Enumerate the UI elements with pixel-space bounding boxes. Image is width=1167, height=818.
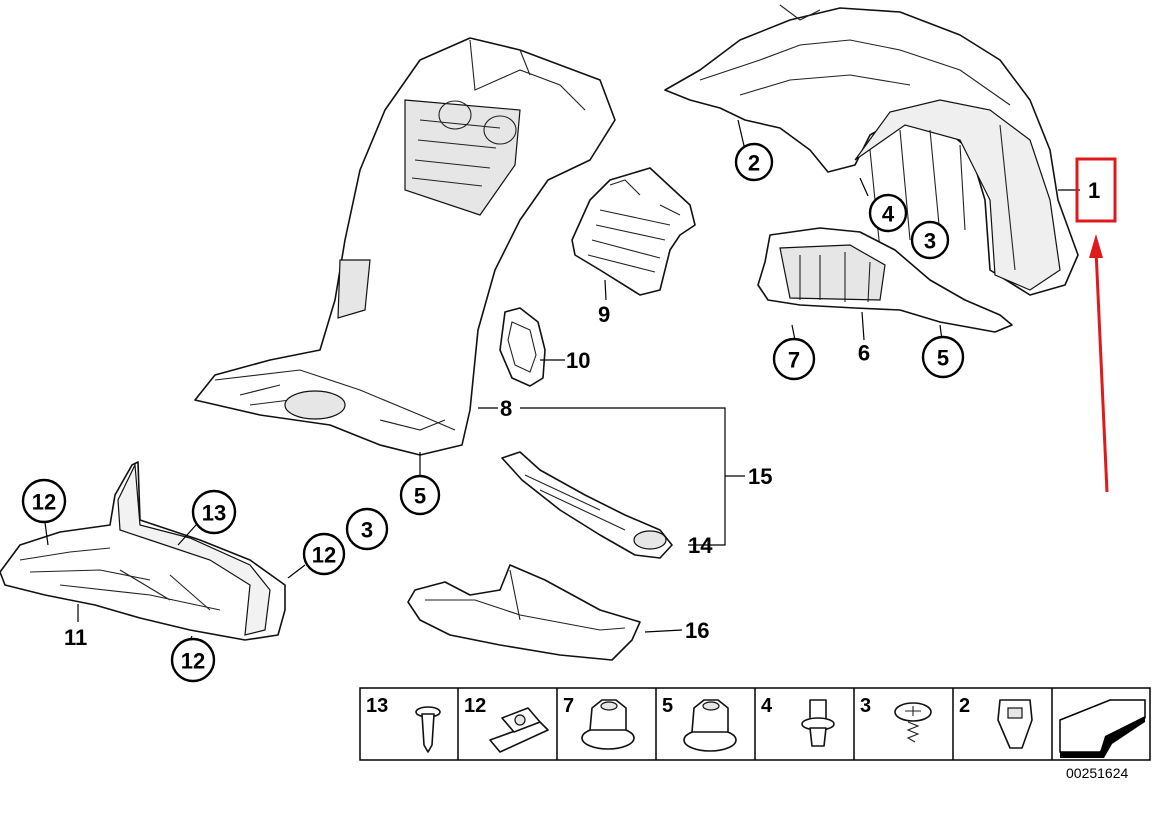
callout-3-left: 3 (345, 507, 389, 551)
label-11: 11 (64, 625, 87, 650)
square-clip-icon (997, 699, 1033, 749)
label-10: 10 (566, 348, 590, 373)
hex-nut-flange-icon (581, 699, 635, 750)
part-9-bracket (571, 167, 696, 296)
svg-text:12: 12 (32, 490, 56, 515)
part-11-underbody-panel (0, 461, 286, 641)
svg-text:4: 4 (882, 202, 895, 227)
part-1-wheel-arch-liner-right (664, 4, 1079, 296)
svg-text:5: 5 (414, 484, 426, 509)
legend-5: 5 (662, 695, 673, 717)
legend-13: 13 (366, 695, 388, 717)
legend-7: 7 (563, 695, 574, 717)
callout-12-right: 12 (302, 532, 346, 576)
part-6-trim-right (757, 227, 1013, 333)
fastener-legend: 13 12 7 5 4 3 2 (359, 687, 1151, 761)
part-10-insert (499, 307, 546, 387)
highlight-box (1075, 157, 1117, 223)
callout-7: 7 (772, 337, 816, 381)
svg-text:3: 3 (924, 229, 936, 254)
plug-icon (801, 699, 835, 747)
svg-text:13: 13 (202, 501, 226, 526)
legend-2: 2 (959, 695, 970, 717)
callout-2: 2 (734, 142, 774, 182)
legend-4: 4 (761, 695, 773, 717)
callout-12-bottom: 12 (170, 637, 216, 683)
svg-text:12: 12 (181, 649, 205, 674)
document-number: 00251624 (1066, 765, 1129, 781)
callout-13: 13 (191, 489, 237, 535)
label-15: 15 (748, 464, 772, 489)
part-8-wheel-arch-liner (194, 37, 616, 456)
legend-12: 12 (464, 695, 486, 717)
svg-text:7: 7 (788, 348, 800, 373)
legend-3: 3 (860, 695, 871, 717)
part-14-strut (501, 451, 673, 559)
label-6: 6 (858, 341, 870, 366)
label-14: 14 (688, 533, 713, 558)
svg-text:2: 2 (748, 151, 760, 176)
svg-text:12: 12 (312, 543, 336, 568)
part-16-cover (407, 564, 641, 661)
screw-icon (894, 702, 932, 743)
callout-12-top: 12 (21, 478, 67, 524)
clip-nut-icon (489, 707, 549, 753)
callout-3: 3 (910, 220, 950, 260)
svg-text:3: 3 (361, 518, 373, 543)
direction-arrow-icon (1059, 699, 1146, 758)
rivet-icon (415, 706, 441, 753)
label-9: 9 (598, 302, 610, 327)
label-1: 1 (1088, 178, 1100, 203)
callout-4: 4 (868, 193, 908, 233)
label-16: 16 (685, 618, 709, 643)
label-8: 8 (500, 396, 512, 421)
hex-nut-icon (683, 699, 737, 752)
svg-text:5: 5 (937, 346, 949, 371)
callout-5-center: 5 (399, 474, 441, 516)
highlight-arrow (1089, 234, 1109, 493)
leader-lines (43, 119, 1080, 641)
callout-5-right: 5 (921, 335, 965, 379)
